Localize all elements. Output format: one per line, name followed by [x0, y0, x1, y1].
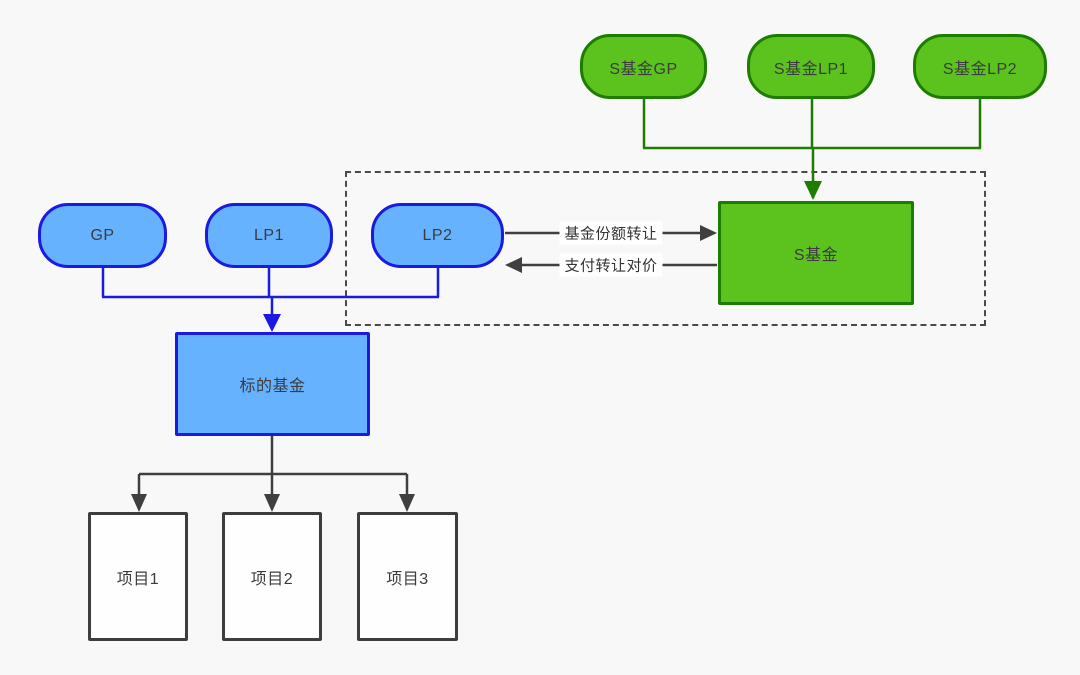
s-fund-transaction-boundary — [345, 171, 986, 326]
node-lp2: LP2 — [371, 203, 504, 268]
node-s-fund: S基金 — [718, 201, 914, 305]
node-target-fund: 标的基金 — [175, 332, 370, 436]
node-gp-label: GP — [90, 226, 115, 244]
node-s-fund-lp2: S基金LP2 — [913, 34, 1047, 99]
arrow-into-project3-icon — [399, 494, 415, 512]
node-s-fund-gp: S基金GP — [580, 34, 707, 99]
arrow-share-transfer-right-icon — [700, 225, 717, 241]
node-s-fund-lp1-label: S基金LP1 — [773, 60, 849, 78]
node-gp: GP — [38, 203, 167, 268]
node-lp2-label: LP2 — [422, 226, 453, 244]
node-s-fund-gp-label: S基金GP — [609, 60, 678, 78]
node-s-fund-lp1: S基金LP1 — [747, 34, 875, 99]
node-project3-label: 项目3 — [386, 570, 429, 588]
gray-connector-lines — [137, 436, 409, 494]
node-s-fund-label: S基金 — [793, 247, 839, 264]
arrow-payment-left-icon — [505, 257, 522, 273]
blue-connector-lines — [101, 267, 440, 314]
arrow-into-project1-icon — [131, 494, 147, 512]
node-project3: 项目3 — [357, 512, 458, 641]
green-connector-lines — [642, 98, 982, 198]
arrow-into-s-fund-icon — [804, 181, 822, 200]
edge-label-share-transfer: 基金份额转让 — [559, 221, 663, 245]
node-lp1-label: LP1 — [254, 226, 284, 244]
node-lp1: LP1 — [205, 203, 333, 268]
node-s-fund-lp2-label: S基金LP2 — [942, 60, 1018, 78]
arrow-into-project2-icon — [264, 494, 280, 512]
node-project2-label: 项目2 — [250, 570, 294, 588]
arrow-into-target-fund-icon — [263, 314, 281, 332]
edge-label-payment: 支付转让对价 — [559, 253, 663, 277]
node-project2: 项目2 — [222, 512, 322, 641]
node-project1: 项目1 — [88, 512, 188, 641]
node-target-fund-label: 标的基金 — [239, 378, 306, 395]
node-project1-label: 项目1 — [116, 570, 160, 588]
